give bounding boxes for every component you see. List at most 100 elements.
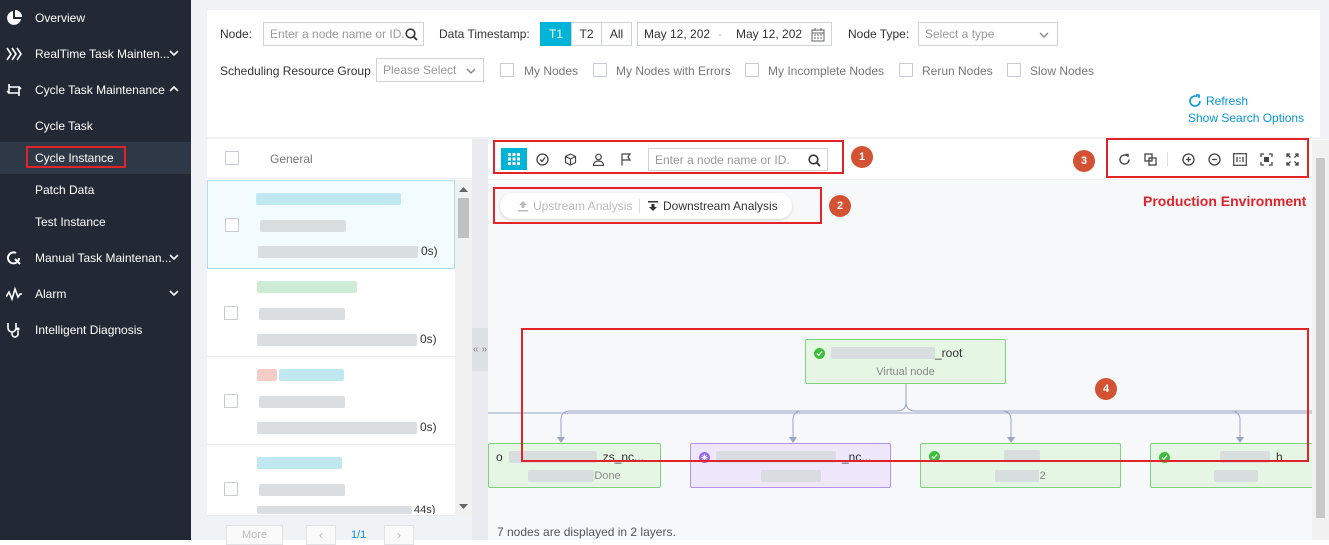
reload-graph-button[interactable] [1111, 148, 1137, 170]
date-to: May 12, 202 [736, 27, 803, 41]
upstream-analysis-button[interactable]: Upstream Analysis [517, 199, 632, 213]
nav-manual-task[interactable]: Manual Task Maintenan... [0, 242, 191, 274]
chevron-down-icon [466, 68, 476, 74]
grid-icon [508, 153, 520, 165]
switch-layout-button[interactable] [1137, 148, 1163, 170]
checkbox-my-incomplete[interactable] [745, 63, 759, 77]
fullscreen-button[interactable] [1279, 148, 1305, 170]
checkbox-my-nodes-errors[interactable] [593, 63, 607, 77]
graph-canvas[interactable]: Upstream Analysis Downstream Analysis _r… [488, 181, 1322, 540]
dag-node[interactable]: 2 [920, 443, 1121, 488]
sidebar: Overview RealTime Task Mainten... Cycle … [0, 0, 191, 540]
checkbox-my-incomplete-label: My Incomplete Nodes [768, 64, 885, 78]
dag-node-name: h [1276, 450, 1283, 464]
date-separator: - [718, 27, 722, 41]
scroll-down-icon [459, 504, 468, 509]
nav-cycle-task[interactable]: Cycle Task [0, 110, 191, 142]
node-type-filter-button[interactable] [557, 148, 583, 170]
list-item[interactable]: 44s) [207, 446, 455, 516]
redacted-text [1214, 470, 1258, 483]
nav-intelligent-diagnosis[interactable]: Intelligent Diagnosis [0, 314, 191, 346]
flag-icon [620, 152, 631, 165]
next-page-button[interactable]: › [384, 525, 414, 545]
chevron-down-icon [169, 50, 179, 57]
root-node-name: _root [935, 346, 963, 360]
graph-scrollbar-thumb[interactable] [1316, 158, 1325, 518]
redacted-text [260, 220, 346, 232]
show-search-options-link[interactable]: Show Search Options [1188, 111, 1305, 125]
list-scrollbar[interactable] [455, 180, 472, 516]
nav-alarm-label: Alarm [35, 287, 67, 301]
checkbox-rerun-label: Rerun Nodes [922, 64, 993, 78]
nav-test-instance[interactable]: Test Instance [0, 206, 191, 238]
redacted-text [1004, 450, 1040, 462]
node-search-placeholder: Enter a node name or ID. [270, 27, 405, 41]
tab-t2[interactable]: T2 [571, 22, 602, 46]
row-checkbox[interactable] [225, 218, 239, 232]
status-filter-button[interactable] [529, 148, 555, 170]
dag-node[interactable]: _nc... [690, 443, 891, 488]
date-range-picker[interactable]: May 12, 202 - May 12, 202 [637, 22, 832, 46]
zoom-in-button[interactable] [1175, 148, 1201, 170]
checkbox-my-nodes-label: My Nodes [524, 64, 579, 78]
graph-scrollbar[interactable] [1312, 140, 1329, 540]
check-circle-icon [535, 152, 549, 166]
download-icon [648, 201, 658, 211]
node-type-label: Node Type: [848, 27, 910, 41]
nav-overview[interactable]: Overview [0, 2, 191, 34]
panel-splitter[interactable]: «» [472, 139, 488, 540]
resource-group-select[interactable]: Please Select [376, 58, 484, 82]
redacted-text [995, 470, 1040, 483]
nav-cycle-instance-label: Cycle Instance [35, 151, 114, 165]
refresh-button[interactable]: Refresh [1188, 94, 1248, 108]
nav-patch-data[interactable]: Patch Data [0, 174, 191, 206]
nav-alarm[interactable]: Alarm [0, 278, 191, 310]
collapse-toggle[interactable]: «» [472, 328, 488, 371]
checkbox-slow[interactable] [1007, 63, 1021, 77]
redacted-text [279, 369, 344, 381]
grid-view-button[interactable] [501, 148, 527, 170]
row-checkbox[interactable] [224, 306, 238, 320]
graph-search-input[interactable]: Enter a node name or ID. [648, 148, 828, 171]
downstream-analysis-button[interactable]: Downstream Analysis [647, 199, 778, 213]
chevron-up-icon [169, 85, 179, 92]
dag-node-root[interactable]: _root Virtual node [805, 339, 1006, 384]
row-duration: 44s) [414, 504, 436, 514]
upload-icon [518, 201, 528, 212]
redacted-text [831, 347, 935, 359]
tab-t1[interactable]: T1 [540, 22, 572, 46]
checkbox-rerun[interactable] [899, 63, 913, 77]
filter-panel: Node: Enter a node name or ID. Data Time… [207, 10, 1320, 137]
zoom-out-button[interactable] [1201, 148, 1227, 170]
nav-cycle-instance[interactable]: Cycle Instance [0, 142, 191, 174]
resource-group-placeholder: Please Select [383, 63, 457, 77]
success-icon [929, 450, 940, 462]
owner-filter-button[interactable] [585, 148, 611, 170]
row-checkbox[interactable] [224, 394, 238, 408]
scrollbar-thumb[interactable] [458, 198, 469, 238]
node-search-input[interactable]: Enter a node name or ID. [263, 22, 424, 46]
list-item[interactable]: 0s) [207, 180, 455, 269]
calendar-icon [811, 28, 825, 42]
nav-cycle-task-maintenance[interactable]: Cycle Task Maintenance [0, 74, 191, 106]
actual-size-button[interactable] [1227, 148, 1253, 170]
main-area: Node: Enter a node name or ID. Data Time… [191, 0, 1329, 545]
redacted-text [257, 506, 412, 514]
dag-node[interactable]: h [1150, 443, 1322, 488]
tab-all[interactable]: All [601, 22, 632, 46]
baseline-filter-button[interactable] [613, 148, 639, 170]
select-all-checkbox[interactable] [225, 151, 239, 165]
row-checkbox[interactable] [224, 482, 238, 496]
list-item[interactable]: 0s) [207, 270, 455, 357]
node-type-select[interactable]: Select a type [918, 22, 1058, 46]
nav-cycle-label: Cycle Task Maintenance [35, 83, 165, 97]
checkbox-my-nodes[interactable] [500, 63, 514, 77]
fit-view-button[interactable] [1253, 148, 1279, 170]
nav-manual-label: Manual Task Maintenan... [35, 251, 171, 265]
more-button[interactable]: More [226, 525, 283, 545]
stethoscope-icon [6, 322, 22, 338]
nav-realtime-task[interactable]: RealTime Task Mainten... [0, 38, 191, 70]
list-item[interactable]: 0s) [207, 358, 455, 445]
prev-page-button[interactable]: ‹ [306, 525, 336, 545]
